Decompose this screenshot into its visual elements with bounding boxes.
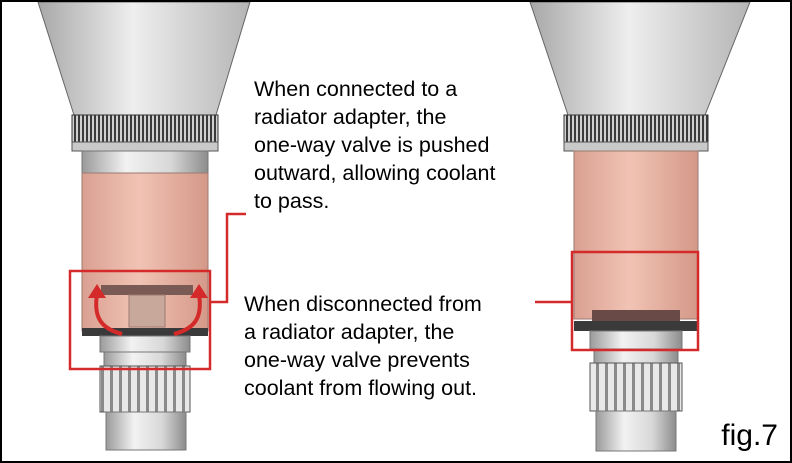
disconnected-note-line: When disconnected from <box>244 292 482 316</box>
left-valve-disk <box>101 285 193 295</box>
left-sleeve-upper <box>81 150 209 174</box>
connected-note-line: radiator adapter, the <box>254 105 447 129</box>
connected-note-line: When connected to a <box>254 77 458 101</box>
connected-note-line: one-way valve is pushed <box>254 133 490 157</box>
left-ring-band <box>71 141 219 152</box>
connected-note-line: outward, allowing coolant <box>254 161 496 185</box>
connected-note-line: to pass. <box>254 189 330 213</box>
disconnected-note: When disconnected from a radiator adapte… <box>244 290 482 402</box>
left-funnel <box>37 2 251 116</box>
right-bottom-cap <box>595 410 677 452</box>
disconnected-note-line: a radiator adapter, the <box>244 320 455 344</box>
left-callout-leader <box>210 212 246 304</box>
right-assembly <box>529 2 751 452</box>
left-assembly <box>37 2 251 451</box>
left-callout-box <box>68 269 212 371</box>
connected-note: When connected to a radiator adapter, th… <box>254 75 495 215</box>
right-flow-arrow <box>173 293 202 336</box>
left-flow-arrow <box>94 293 123 336</box>
left-knurled-ring <box>71 114 219 143</box>
left-ribbed-fitting <box>99 365 191 413</box>
right-flow-arrowhead <box>190 284 208 298</box>
right-lower-collar <box>589 330 683 350</box>
left-valve-seat <box>82 328 208 336</box>
figure-label: fig.7 <box>721 419 778 452</box>
right-valve-seat <box>574 321 698 331</box>
disconnected-note-line: one-way valve prevents <box>244 348 470 372</box>
right-ring-band <box>563 141 709 152</box>
right-ribbed-fitting <box>589 362 683 412</box>
left-lower-collar <box>99 335 191 353</box>
left-valve-stem <box>128 294 166 328</box>
right-knurled-ring <box>563 114 709 143</box>
right-funnel <box>529 2 751 116</box>
left-lower-neck <box>103 351 187 367</box>
right-coolant-body <box>573 150 699 320</box>
left-flow-arrowhead <box>88 284 106 298</box>
disconnected-note-line: coolant from flowing out. <box>244 376 478 400</box>
right-valve-disk <box>592 310 680 321</box>
left-bottom-cap <box>105 411 187 451</box>
